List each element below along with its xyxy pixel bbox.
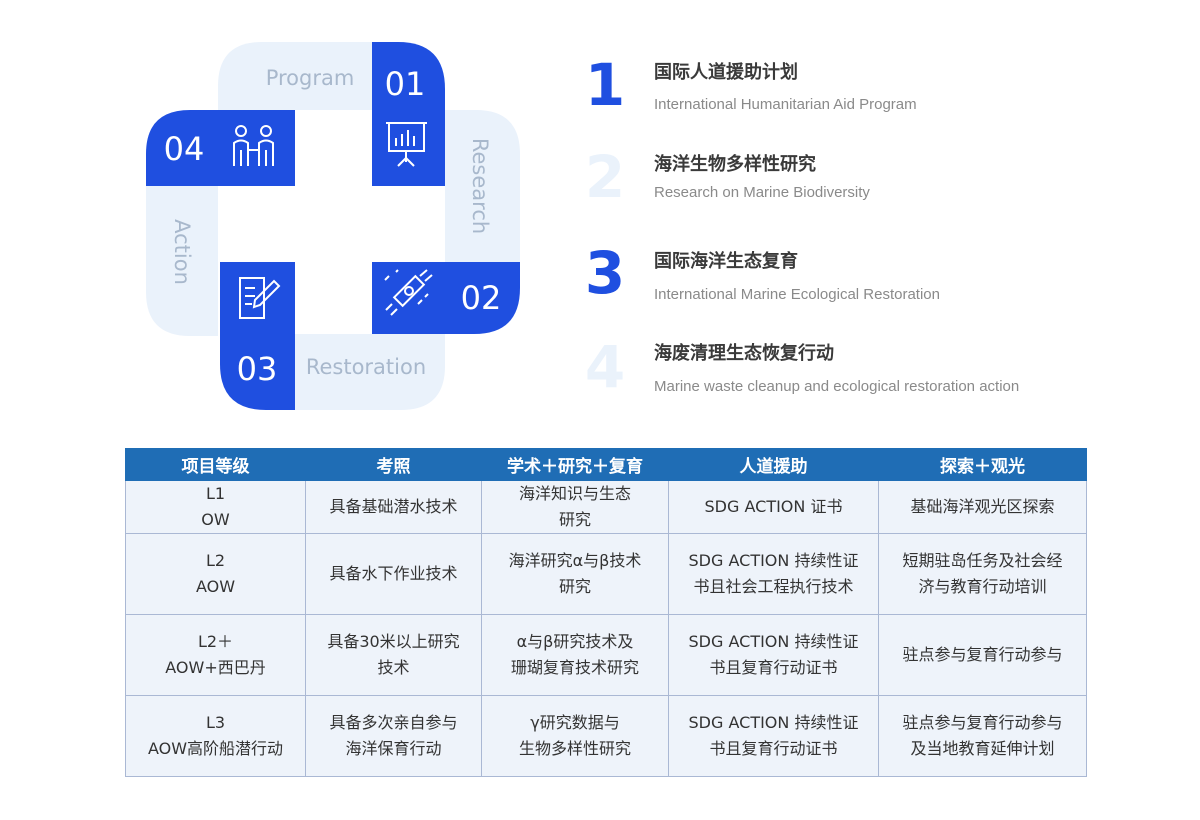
table-cell: 具备水下作业技术 — [305, 533, 482, 615]
band-label-program: Program — [266, 66, 355, 90]
legend-subtitle-3: International Marine Ecological Restorat… — [654, 286, 940, 303]
table-row: L2＋AOW+西巴丹 具备30米以上研究技术 α与β研究技术及珊瑚复育技术研究 … — [125, 614, 1087, 696]
card-03 — [220, 262, 295, 410]
table-cell: 短期驻岛任务及社会经济与教育行动培训 — [878, 533, 1087, 615]
presentation-board-icon — [386, 122, 427, 167]
legend-title-1: 国际人道援助计划 — [654, 62, 798, 83]
table-cell: 海洋研究α与β技术研究 — [481, 533, 669, 615]
band-label-restoration: Restoration — [306, 355, 426, 379]
table-cell: 具备多次亲自参与海洋保育行动 — [305, 695, 482, 777]
table-cell: 海洋知识与生态研究 — [481, 480, 669, 534]
table-cell: α与β研究技术及珊瑚复育技术研究 — [481, 614, 669, 696]
table-cell: 驻点参与复育行动参与 — [878, 614, 1087, 696]
people-handshake-icon — [233, 125, 274, 166]
band-label-action: Action — [170, 219, 194, 285]
legend-number-4: 4 — [584, 333, 626, 401]
legend-subtitle-1: International Humanitarian Aid Program — [654, 96, 917, 113]
card-number-01: 01 — [385, 65, 426, 103]
header-humanitarian: 人道援助 — [668, 448, 879, 481]
band-research — [445, 110, 520, 262]
table-cell: γ研究数据与生物多样性研究 — [481, 695, 669, 777]
card-number-04: 04 — [164, 130, 205, 168]
band-program — [218, 42, 398, 110]
table-cell: SDG ACTION 证书 — [668, 480, 879, 534]
table-header-row: 项目等级 考照 学术＋研究＋复育 人道援助 探索＋观光 — [125, 448, 1087, 481]
document-pen-icon — [239, 277, 281, 319]
cross-diagram: 01 02 03 04 Program Research Restoration… — [146, 42, 520, 410]
header-license: 考照 — [305, 448, 482, 481]
legend-title-2: 海洋生物多样性研究 — [654, 154, 816, 175]
table-cell: 具备基础潜水技术 — [305, 480, 482, 534]
table-cell: SDG ACTION 持续性证书且社会工程执行技术 — [668, 533, 879, 615]
card-02 — [372, 262, 520, 334]
header-exploration: 探索＋观光 — [878, 448, 1087, 481]
legend-subtitle-2: Research on Marine Biodiversity — [654, 184, 870, 201]
microscope-icon — [384, 269, 433, 316]
header-level: 项目等级 — [125, 448, 306, 481]
band-label-research: Research — [468, 138, 492, 234]
card-04 — [146, 110, 295, 186]
legend-number-3: 3 — [584, 239, 626, 307]
table-cell: L2＋AOW+西巴丹 — [125, 614, 306, 696]
legend-title-3: 国际海洋生态复育 — [654, 251, 798, 272]
card-number-02: 02 — [461, 279, 502, 317]
header-academic: 学术＋研究＋复育 — [481, 448, 669, 481]
legend-title-4: 海废清理生态恢复行动 — [654, 343, 834, 364]
legend-number-1: 1 — [584, 51, 626, 119]
table-cell: 基础海洋观光区探索 — [878, 480, 1087, 534]
table-cell: 具备30米以上研究技术 — [305, 614, 482, 696]
band-action — [146, 186, 218, 336]
table-cell: SDG ACTION 持续性证书且复育行动证书 — [668, 614, 879, 696]
card-01 — [372, 42, 445, 186]
legend-number-2: 2 — [584, 143, 626, 211]
card-number-03: 03 — [237, 350, 278, 388]
table-cell: SDG ACTION 持续性证书且复育行动证书 — [668, 695, 879, 777]
band-restoration — [295, 334, 445, 410]
table-cell: 驻点参与复育行动参与及当地教育延伸计划 — [878, 695, 1087, 777]
legend-subtitle-4: Marine waste cleanup and ecological rest… — [654, 378, 1020, 395]
